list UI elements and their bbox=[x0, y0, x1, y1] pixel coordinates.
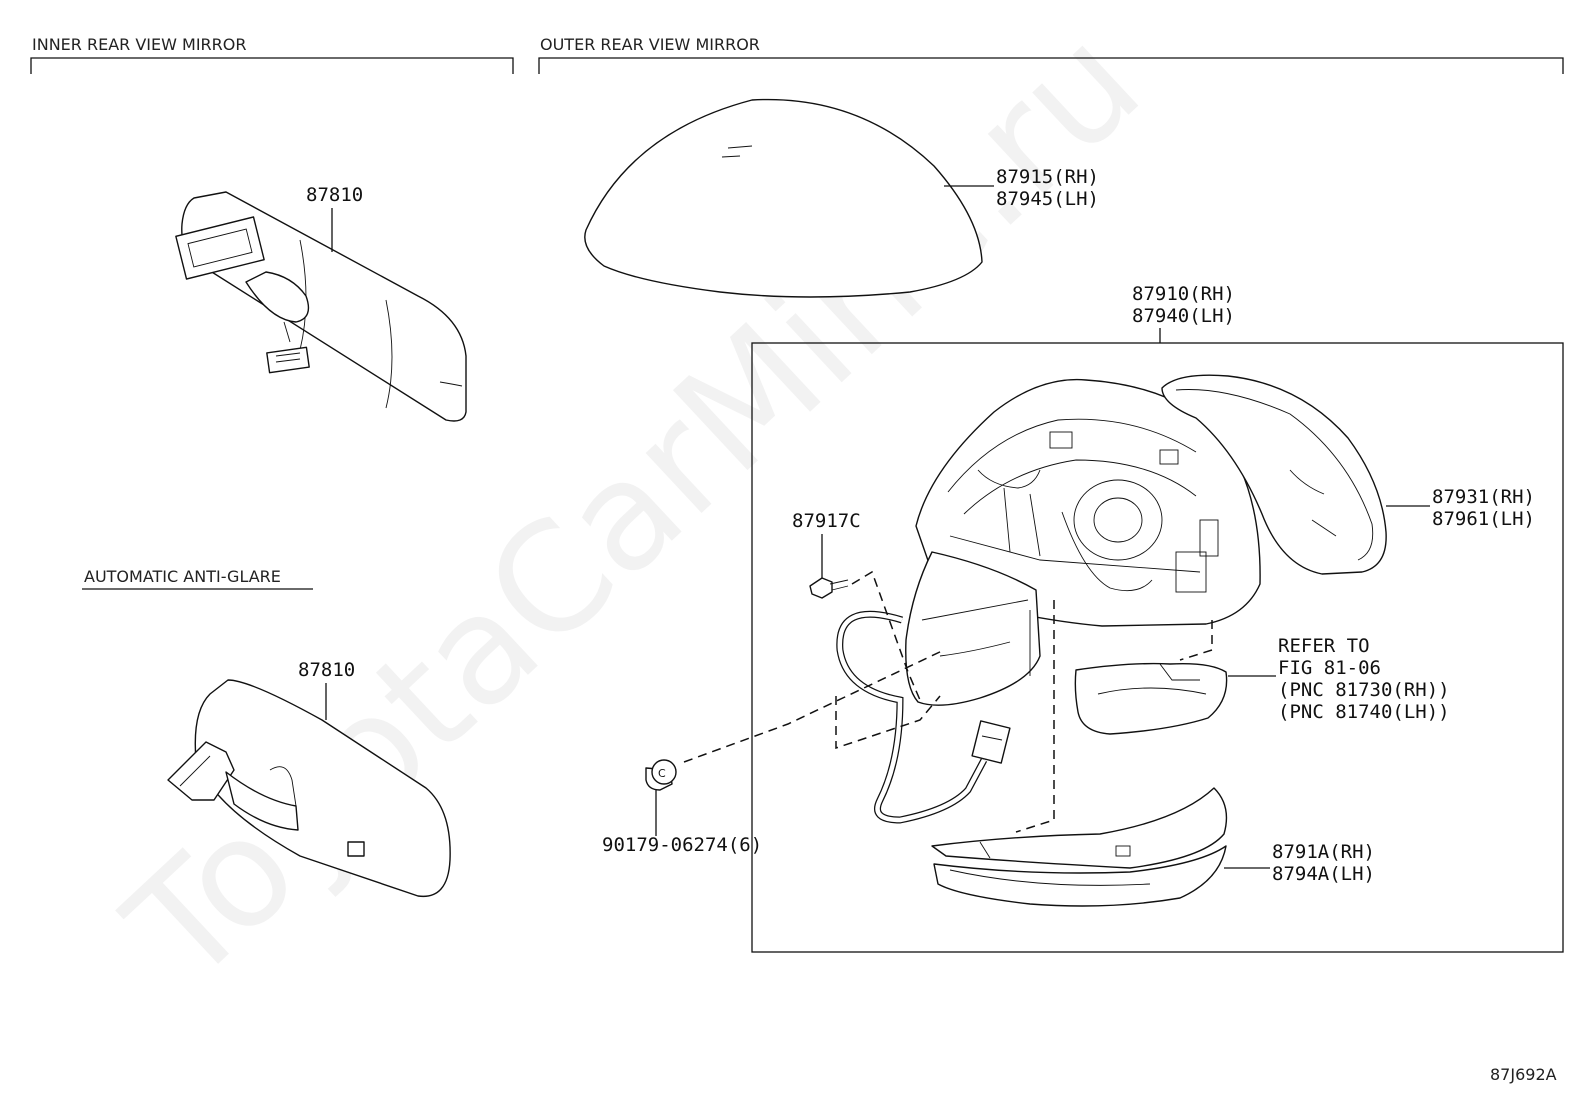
label-glass-lh: 87961(LH) bbox=[1432, 508, 1535, 530]
mirror-cover-part bbox=[584, 98, 983, 298]
section-auto-header: AUTOMATIC ANTI-GLARE bbox=[82, 567, 313, 590]
label-assy-lh: 87940(LH) bbox=[1132, 305, 1235, 327]
section-auto-title: AUTOMATIC ANTI-GLARE bbox=[84, 567, 281, 586]
inner-mirror-part bbox=[175, 191, 467, 422]
mirror-body-part bbox=[905, 378, 1261, 706]
section-outer-header: OUTER REAR VIEW MIRROR bbox=[538, 35, 1564, 74]
refer-part bbox=[1074, 662, 1228, 735]
label-cover-lh: 87945(LH) bbox=[996, 188, 1099, 210]
mirror-glass-part bbox=[1161, 374, 1387, 575]
assy-frame bbox=[751, 342, 1564, 953]
section-inner-bracket bbox=[30, 57, 514, 74]
auto-mirror-part bbox=[167, 679, 451, 898]
clip-part: C bbox=[645, 759, 677, 791]
label-refer-line3: (PNC 81730(RH)) bbox=[1278, 679, 1450, 701]
section-inner-header: INNER REAR VIEW MIRROR bbox=[30, 35, 514, 74]
label-cover-rh: 87915(RH) bbox=[996, 166, 1099, 188]
figure-code: 87J692A bbox=[1490, 1065, 1557, 1084]
section-outer-bracket bbox=[538, 57, 1564, 74]
label-assy-rh: 87910(RH) bbox=[1132, 283, 1235, 305]
section-outer-title: OUTER REAR VIEW MIRROR bbox=[540, 35, 760, 54]
label-refer-line4: (PNC 81740(LH)) bbox=[1278, 701, 1450, 723]
assembly-dashed-lines bbox=[683, 570, 1213, 833]
harness-part bbox=[836, 610, 1011, 824]
label-refer-line1: REFER TO bbox=[1278, 635, 1370, 657]
section-inner-title: INNER REAR VIEW MIRROR bbox=[32, 35, 247, 54]
turn-lamp-part bbox=[931, 787, 1228, 907]
label-refer-line2: FIG 81-06 bbox=[1278, 657, 1381, 679]
svg-text:C: C bbox=[658, 767, 666, 780]
label-lamp-lh: 8794A(LH) bbox=[1272, 863, 1375, 885]
label-screw: 87917C bbox=[792, 510, 861, 532]
label-clip: 90179-06274(6) bbox=[602, 834, 762, 856]
label-auto-mirror: 87810 bbox=[298, 659, 355, 681]
screw-part bbox=[809, 577, 849, 599]
label-lamp-rh: 8791A(RH) bbox=[1272, 841, 1375, 863]
label-glass-rh: 87931(RH) bbox=[1432, 486, 1535, 508]
label-inner-mirror: 87810 bbox=[306, 184, 363, 206]
